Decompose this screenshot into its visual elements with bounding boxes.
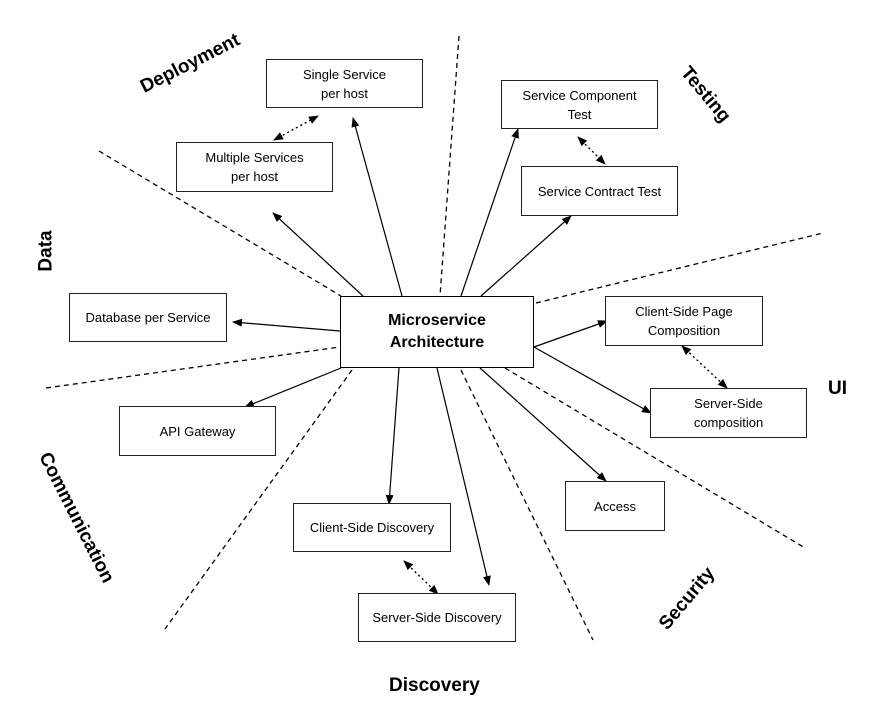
center-node-microservice-architecture: Microservice Architecture [340, 296, 534, 368]
divider-data-deployment [98, 150, 342, 297]
node-access: Access [565, 481, 665, 531]
arrow-to-client-side-discovery [385, 367, 400, 505]
divider-deployment-testing [439, 35, 460, 297]
node-multiple-services-per-host: Multiple Services per host [176, 142, 333, 192]
arrow-to-single-service [351, 117, 403, 297]
category-label-data: Data [35, 230, 57, 272]
node-server-side-discovery: Server-Side Discovery [358, 593, 516, 642]
alt-arrow-ui [681, 345, 728, 389]
node-single-service-per-host: Single Service per host [266, 59, 423, 108]
divider-data-communication [45, 346, 341, 389]
node-api-gateway: API Gateway [119, 406, 276, 456]
divider-testing-ui [535, 232, 824, 304]
category-label-discovery: Discovery [389, 675, 480, 696]
connector-arrows [232, 117, 652, 586]
arrow-to-access [479, 367, 607, 482]
node-service-contract-test: Service Contract Test [521, 166, 678, 216]
category-label-ui: UI [828, 378, 847, 399]
sector-dividers [45, 35, 824, 641]
arrow-to-server-side-discovery [436, 367, 491, 586]
arrow-to-api-gateway [244, 367, 342, 408]
node-service-component-test: Service Component Test [501, 80, 658, 129]
divider-ui-security [504, 367, 806, 549]
arrow-to-database-per-service [232, 318, 341, 332]
alt-arrow-testing [577, 136, 606, 165]
node-client-side-discovery: Client-Side Discovery [293, 503, 451, 552]
alt-arrow-deployment [273, 115, 319, 141]
alternative-arrows [273, 115, 728, 595]
node-server-side-composition: Server-Side composition [650, 388, 807, 438]
alt-arrow-discovery [403, 560, 439, 595]
node-database-per-service: Database per Service [69, 293, 227, 342]
node-client-side-page-composition: Client-Side Page Composition [605, 296, 763, 346]
arrow-to-service-contract-test [480, 215, 572, 297]
arrow-to-service-component-test [460, 128, 519, 297]
arrow-to-server-side-composition [533, 346, 652, 414]
arrow-to-multiple-services [272, 212, 364, 297]
arrow-to-client-side-page-composition [533, 320, 608, 348]
